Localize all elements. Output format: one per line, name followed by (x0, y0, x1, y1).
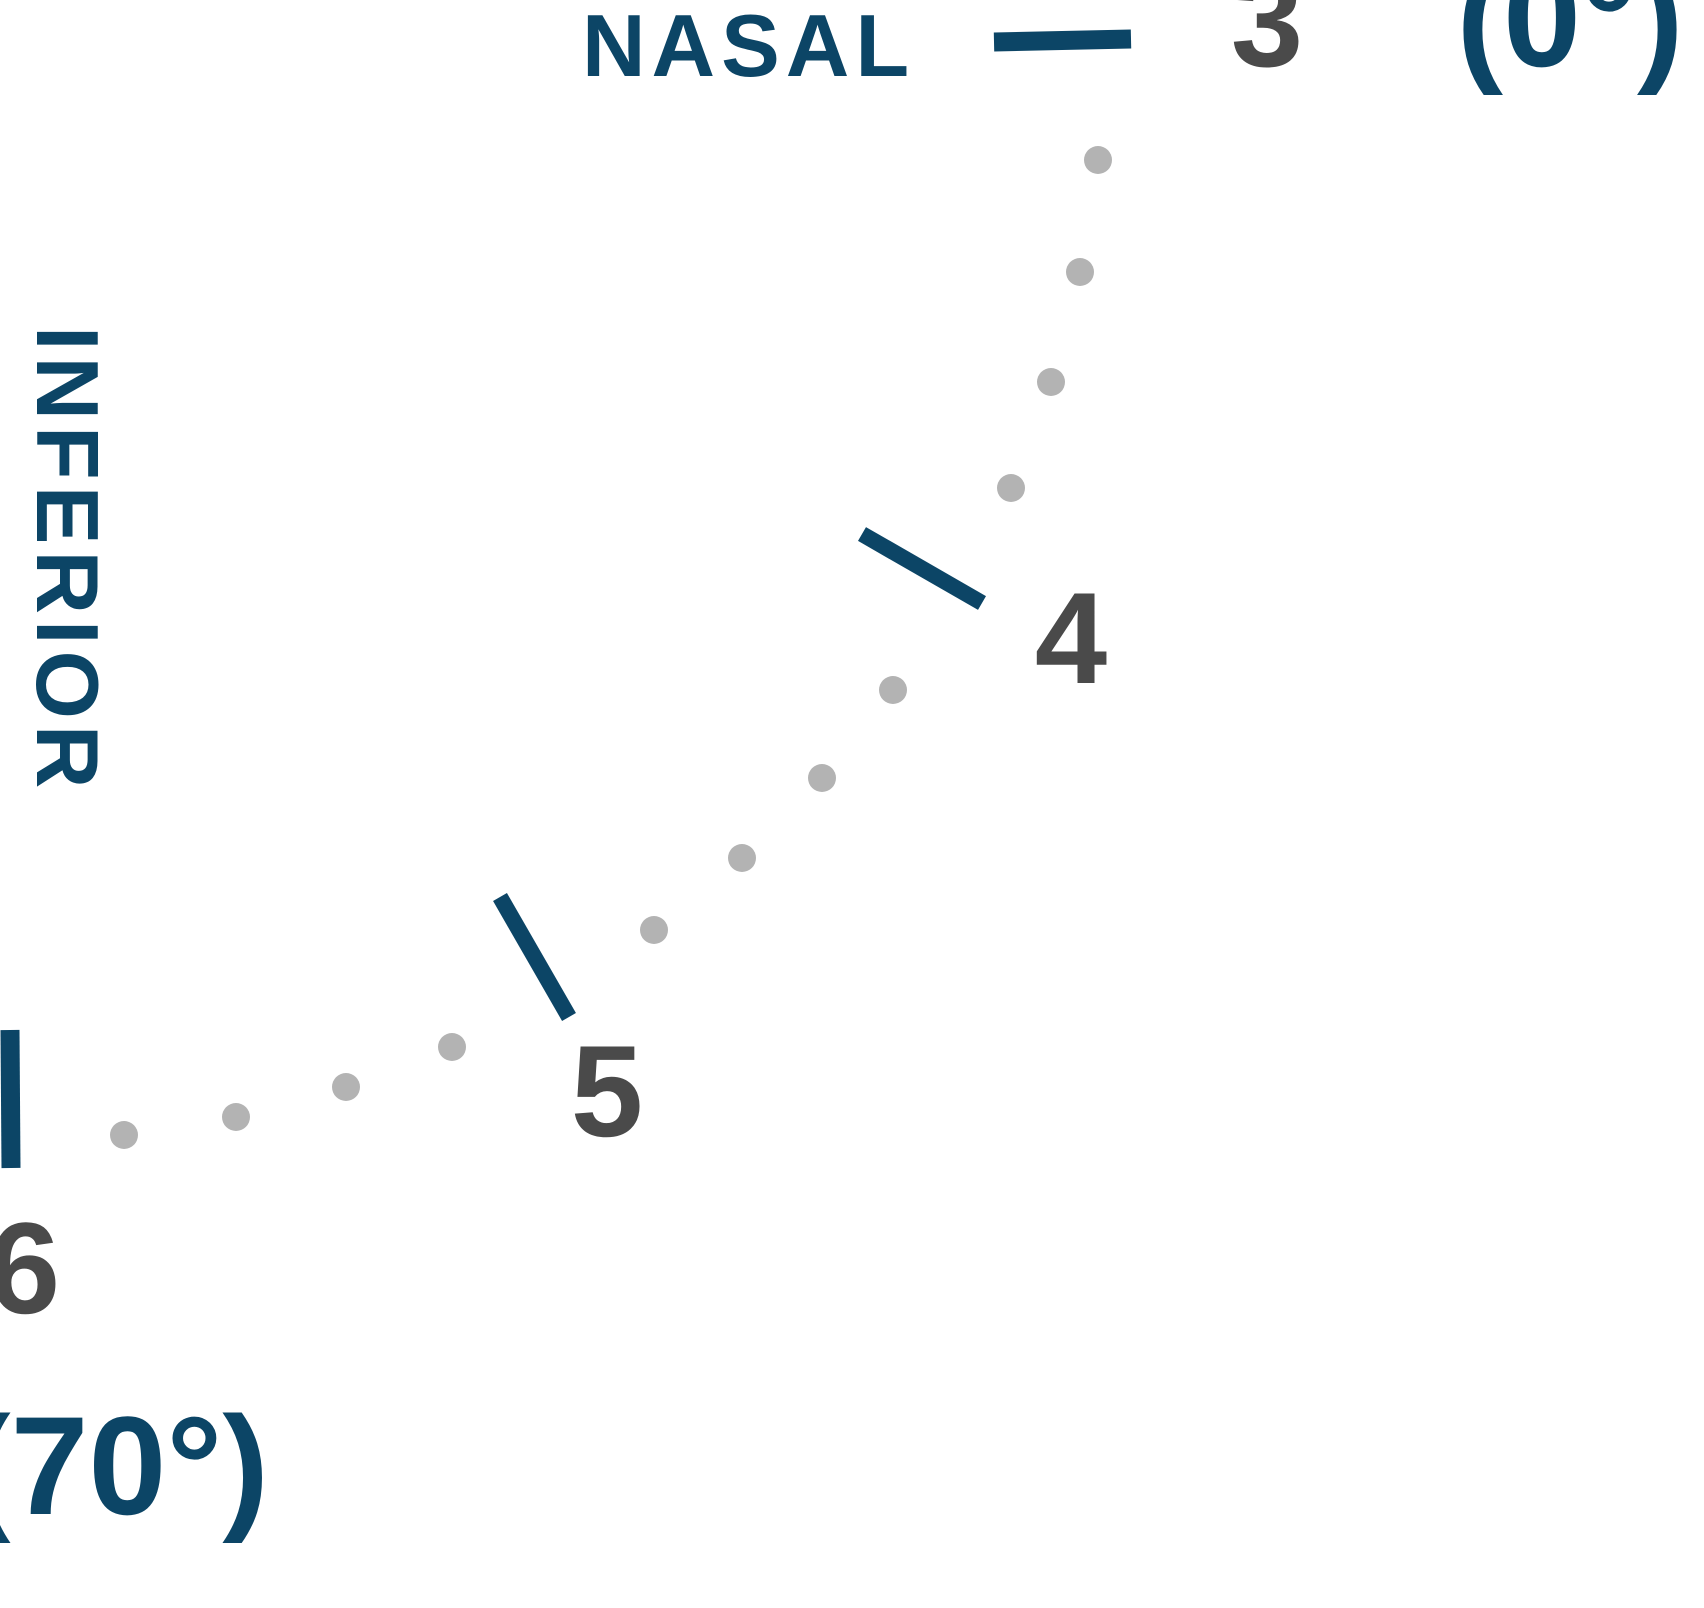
arc-dot (222, 1103, 250, 1131)
arc-dot (1037, 368, 1065, 396)
position-number-5: 5 (571, 1018, 643, 1164)
position-number-3: 3 (1231, 0, 1303, 94)
arc-dot (879, 676, 907, 704)
arc-dot (997, 474, 1025, 502)
tick-mark-5 (493, 893, 576, 1021)
arc-dot (1084, 146, 1112, 174)
nasal-label: NASAL (582, 0, 915, 95)
tick-mark-4 (858, 527, 986, 610)
tick-mark-3 (993, 29, 1132, 52)
arc-dot (110, 1121, 138, 1149)
angle-label-6: (70°) (0, 1387, 269, 1544)
position-number-6: 6 (0, 1195, 60, 1341)
arc-dot (640, 916, 668, 944)
tick-mark-6 (0, 1029, 21, 1169)
dotted-arc (110, 146, 1112, 1149)
arc-dot (332, 1073, 360, 1101)
position-number-4: 4 (1035, 565, 1107, 711)
inferior-label: INFERIOR (18, 326, 117, 794)
arc-dot (808, 764, 836, 792)
arc-dot (438, 1033, 466, 1061)
angle-label-3: (0°) (1456, 0, 1683, 96)
arc-dot (728, 844, 756, 872)
arc-dot (1066, 258, 1094, 286)
